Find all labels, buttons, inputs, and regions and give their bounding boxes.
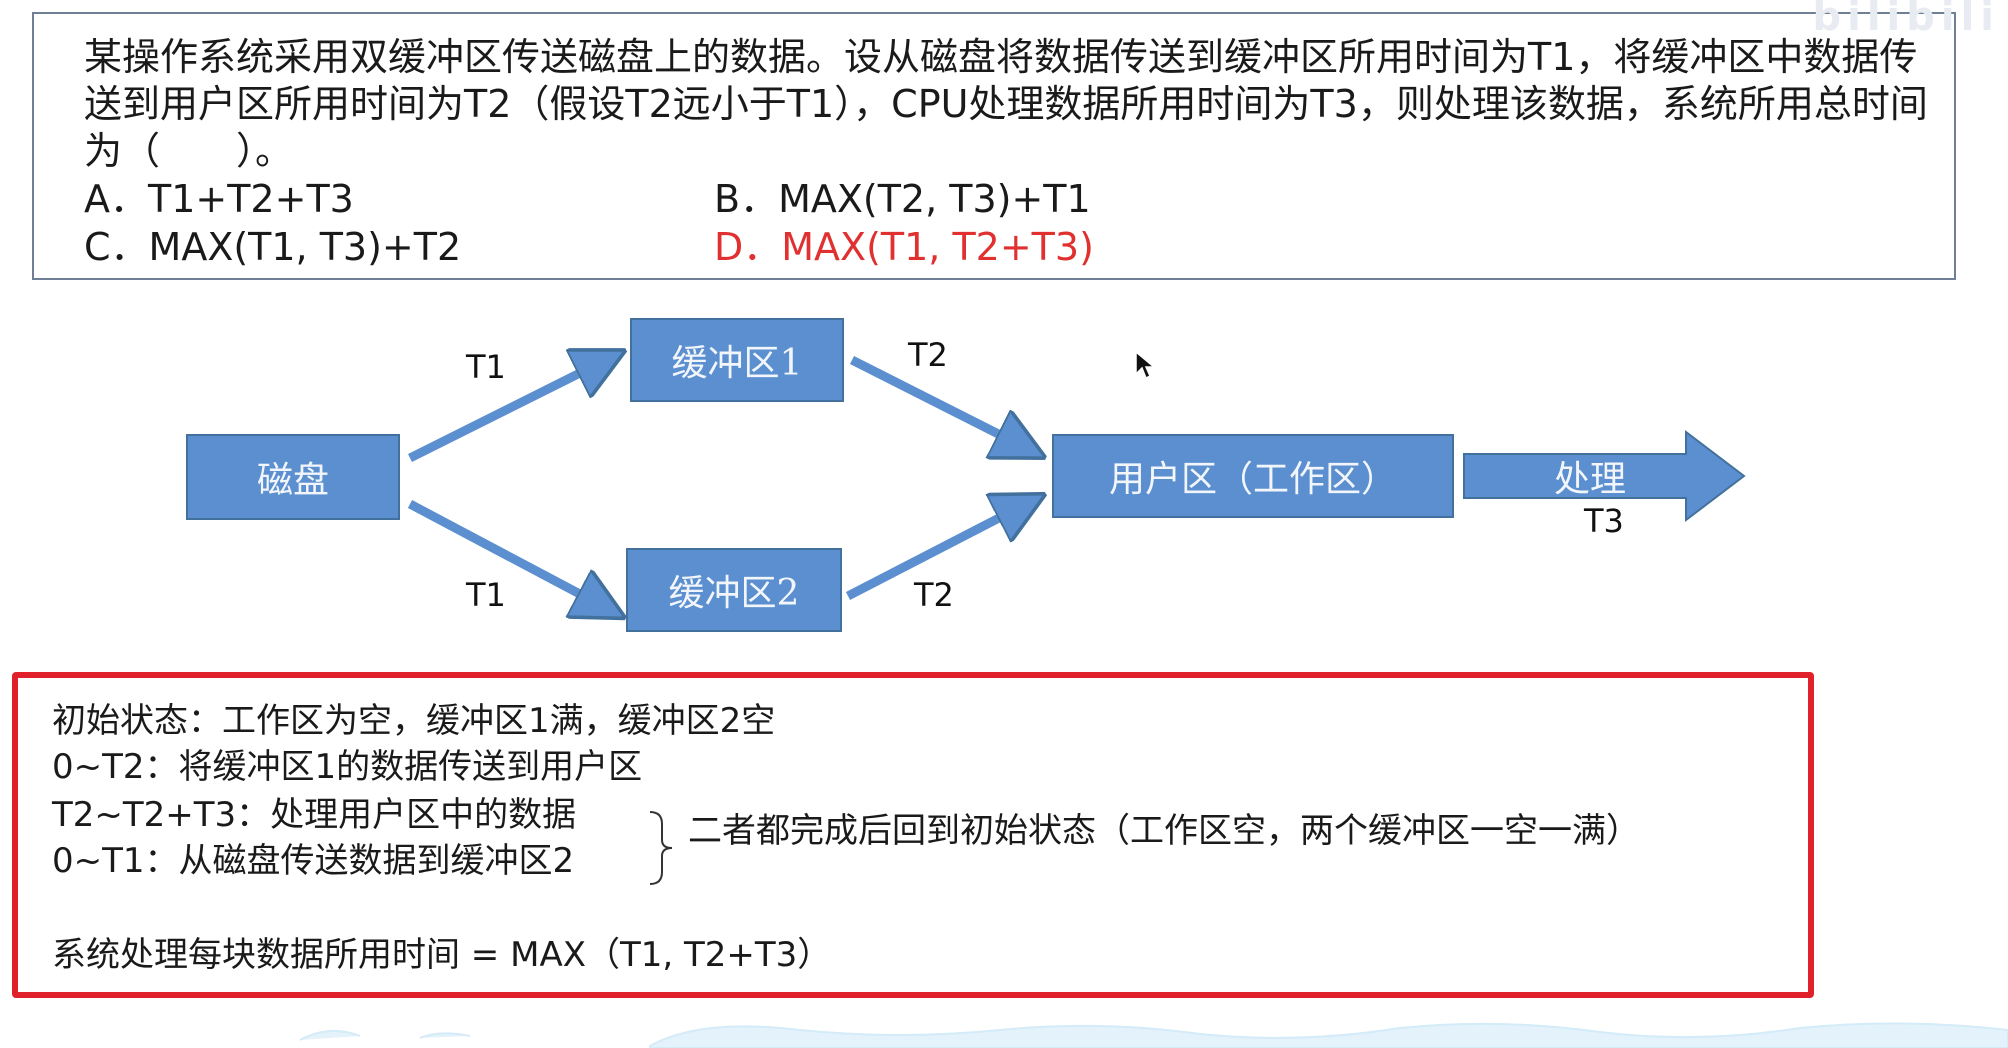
option-d-correct: D．MAX(T1, T2+T3) — [714, 225, 1094, 269]
option-c: C．MAX(T1, T3)+T2 — [84, 225, 462, 269]
arrow-disk-to-buffer1 — [407, 358, 610, 463]
option-b: B．MAX(T2, T3)+T1 — [714, 177, 1091, 221]
option-a: A．T1+T2+T3 — [84, 177, 354, 221]
answer-step-disk: 0~T1：从磁盘传送数据到缓冲区2 — [52, 841, 575, 881]
answer-step-process: T2~T2+T3：处理用户区中的数据 — [52, 795, 577, 835]
label-disk-to-buffer1: T1 — [466, 348, 506, 386]
label-disk-to-buffer2: T1 — [466, 576, 506, 614]
arrow-disk-to-buffer2 — [407, 500, 610, 610]
process-arrow — [1463, 429, 1746, 523]
double-buffer-diagram: 磁盘 缓冲区1 缓冲区2 用户区（工作区） 处理 T1 T1 T2 T2 T3 — [0, 290, 2008, 650]
answer-box: 初始状态：工作区为空，缓冲区1满，缓冲区2空 0~T2：将缓冲区1的数据传送到用… — [12, 672, 1814, 998]
node-user-area: 用户区（工作区） — [1052, 434, 1454, 518]
diagram-arrows — [407, 290, 1746, 650]
node-buffer2: 缓冲区2 — [626, 548, 842, 632]
label-process-time: T3 — [1584, 502, 1624, 540]
right-brace-icon — [649, 811, 673, 885]
question-stem: 某操作系统采用双缓冲区传送磁盘上的数据。设从磁盘将数据传送到缓冲区所用时间为T1… — [84, 35, 1928, 173]
answer-brace-note: 二者都完成后回到初始状态（工作区空，两个缓冲区一空一满） — [688, 811, 1640, 851]
answer-conclusion: 系统处理每块数据所用时间 = MAX（T1, T2+T3） — [52, 935, 832, 975]
bottom-decoration — [299, 1022, 2008, 1048]
node-disk: 磁盘 — [186, 434, 400, 520]
mouse-cursor-icon — [1135, 350, 1156, 380]
watermark-logo: bilibili — [1812, 0, 2000, 40]
node-process-label: 处理 — [1554, 459, 1627, 500]
question-box: 某操作系统采用双缓冲区传送磁盘上的数据。设从磁盘将数据传送到缓冲区所用时间为T1… — [32, 12, 1956, 280]
arrow-buffer2-to-user — [845, 502, 1030, 600]
arrow-buffer1-to-user — [849, 355, 1030, 450]
answer-step-transfer: 0~T2：将缓冲区1的数据传送到用户区 — [52, 747, 643, 787]
label-buffer1-to-user: T2 — [908, 336, 948, 374]
answer-initial-state: 初始状态：工作区为空，缓冲区1满，缓冲区2空 — [52, 701, 776, 741]
label-buffer2-to-user: T2 — [914, 576, 954, 614]
node-buffer1: 缓冲区1 — [630, 318, 844, 402]
